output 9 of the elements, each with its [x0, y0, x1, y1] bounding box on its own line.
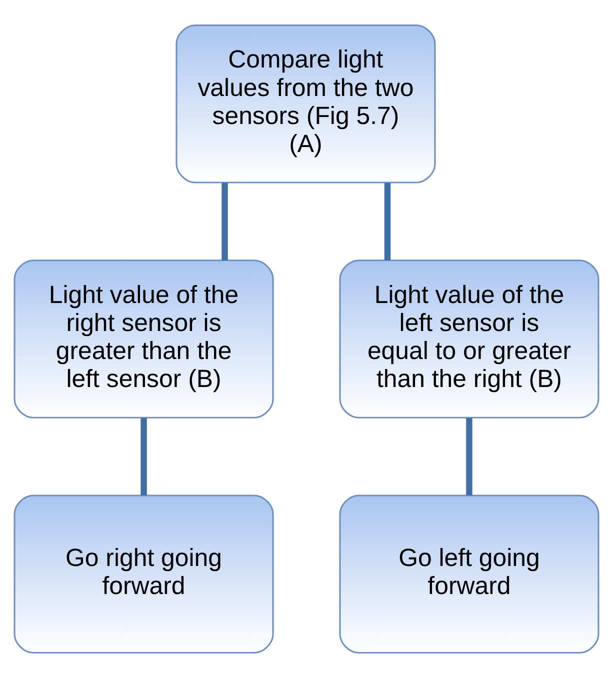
- connector: [140, 417, 147, 495]
- node-box: Compare light values from the two sensors (Fig 5.7) (A): [176, 24, 436, 183]
- node-box: Light value of the left sensor is equal to or greater than the right (B): [339, 259, 600, 418]
- connector: [466, 417, 472, 495]
- connector: [384, 182, 391, 260]
- connector: [222, 182, 228, 260]
- node-box: Light value of the right sensor is greater than the left sensor (B): [14, 259, 274, 418]
- node-box: Go right going forward: [14, 494, 274, 654]
- node-box: Go left going forward: [339, 494, 600, 654]
